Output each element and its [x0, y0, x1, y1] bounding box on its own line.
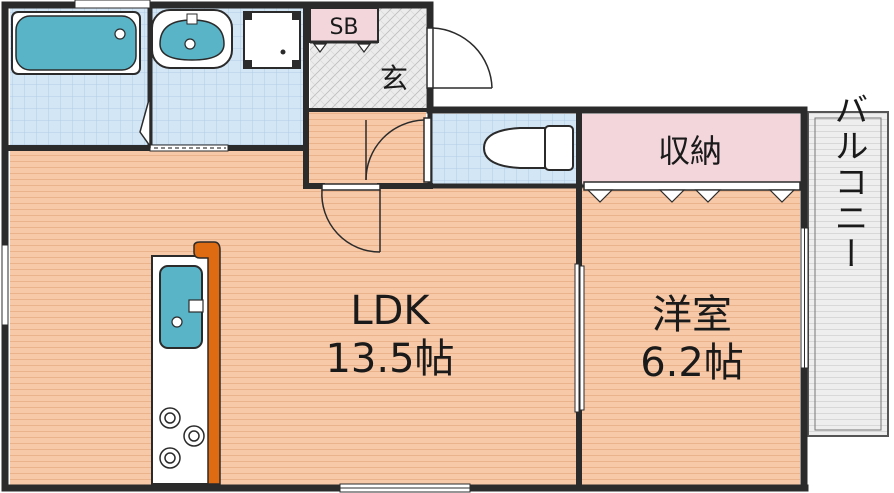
label-yoshitsu-size: 6.2帖	[640, 340, 744, 386]
balcony-inner	[814, 117, 882, 431]
kitchen-counter	[151, 241, 221, 485]
label-genkan: 玄	[380, 62, 408, 95]
ldk-door[interactable]	[321, 183, 381, 253]
ldk-floor	[10, 150, 578, 486]
sliding-door-washroom[interactable]	[149, 144, 229, 152]
bath-door[interactable]	[139, 95, 151, 149]
storage-closet	[583, 181, 801, 203]
label-ldk-name: LDK	[350, 288, 431, 334]
toilet-door[interactable]	[365, 117, 432, 183]
label-sb: SB	[329, 15, 358, 40]
stove-burners	[159, 407, 205, 469]
bathtub	[11, 11, 141, 75]
sliding-door-yoshitsu[interactable]	[574, 263, 585, 413]
washing-machine-space	[243, 11, 301, 69]
label-balcony: バルコニー	[828, 92, 868, 272]
windows	[1, 0, 809, 493]
label-yoshitsu-name: 洋室	[652, 292, 732, 338]
toilet	[482, 125, 574, 171]
entrance-door[interactable]	[426, 27, 493, 89]
balcony-floor	[807, 111, 889, 437]
wash-basin	[151, 9, 233, 69]
shoe-box	[309, 7, 379, 53]
yoshitsu-floor	[582, 186, 800, 486]
storage-floor	[582, 114, 800, 184]
label-shuno: 収納	[658, 132, 722, 170]
label-ldk-size: 13.5帖	[325, 336, 454, 382]
